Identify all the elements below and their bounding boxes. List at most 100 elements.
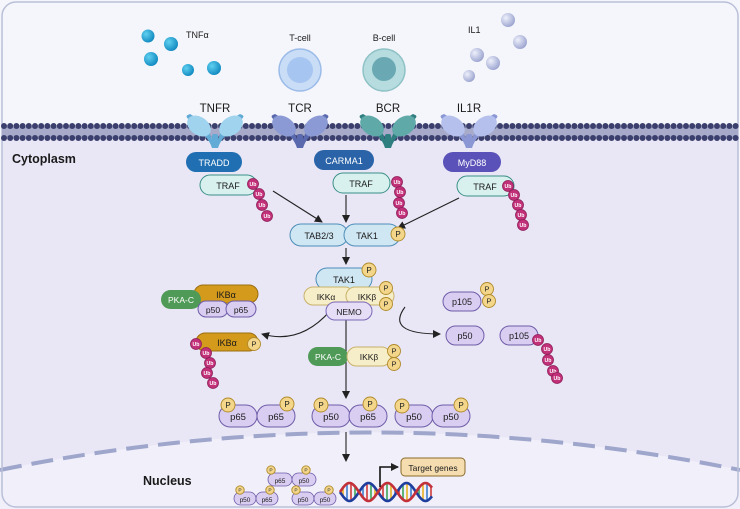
ikkb-label-middle: IKKβ bbox=[360, 352, 379, 362]
modification-marks: UbUbUbUbUbUbUbUbUbUbUbUbUbUbUbUbUbUbUbUb… bbox=[190, 176, 563, 495]
ub-p105-2-label: Ub bbox=[545, 358, 552, 364]
p65-label-d1b: p65 bbox=[268, 412, 284, 423]
tnfr-label: TNFR bbox=[200, 103, 231, 115]
tab23-label: TAB2/3 bbox=[304, 231, 333, 241]
traf-label-il1r: TRAF bbox=[473, 182, 497, 192]
p-ikkb-mid-a: P bbox=[387, 344, 401, 358]
bcell-ligand: B-cell bbox=[362, 33, 406, 92]
ub-p105-0-label: Ub bbox=[535, 338, 542, 344]
p-p105-a: P bbox=[480, 282, 494, 296]
ub-p105-2: Ub bbox=[542, 354, 554, 366]
ub-ikba-1: Ub bbox=[200, 347, 212, 359]
p-ikkb-mid-b: P bbox=[387, 357, 401, 371]
p-nuc-e-label: P bbox=[294, 488, 297, 494]
p-nuc-d: P bbox=[265, 485, 275, 495]
ub-tcr-2: Ub bbox=[393, 197, 405, 209]
ub-ikba-4: Ub bbox=[207, 377, 219, 389]
tcr-receptor bbox=[271, 114, 329, 148]
transcription-arrow bbox=[379, 463, 399, 487]
p-ikkb-mid-a-label: P bbox=[392, 347, 397, 356]
p-d2a-label: P bbox=[318, 401, 323, 410]
ikba-label-lower: IKBα bbox=[217, 338, 237, 348]
ub-tnfr-0-label: Ub bbox=[250, 182, 257, 188]
p-d1b: P bbox=[279, 396, 295, 412]
tcell-ligand: T-cell bbox=[278, 33, 322, 92]
il1-label: IL1 bbox=[468, 25, 481, 35]
p-p105-b: P bbox=[482, 294, 496, 308]
ub-il1r-2-label: Ub bbox=[515, 203, 522, 209]
ikba-label-upper: IKBα bbox=[216, 290, 236, 300]
target-genes-label: Target genes bbox=[408, 463, 457, 473]
p-d1a-label: P bbox=[225, 401, 230, 410]
p65-label-d2: p65 bbox=[360, 412, 376, 423]
ub-ikba-0-label: Ub bbox=[193, 342, 200, 348]
bcell-label: B-cell bbox=[373, 33, 396, 43]
ub-il1r-4-label: Ub bbox=[520, 223, 527, 229]
p-ikkb-a-label: P bbox=[384, 284, 389, 293]
p65-label-complex: p65 bbox=[234, 305, 248, 315]
nuclear-envelope bbox=[0, 430, 740, 472]
pkac-box-middle bbox=[308, 347, 348, 366]
nuc-p65-b: p65 bbox=[262, 497, 273, 504]
ub-ikba-1-label: Ub bbox=[203, 351, 210, 357]
ub-il1r-2: Ub bbox=[512, 199, 524, 211]
p-nuc-e: P bbox=[291, 485, 301, 495]
p-ikba-lower: P bbox=[247, 337, 261, 351]
p105-label-lower: p105 bbox=[509, 331, 529, 341]
p-nuc-a-label: P bbox=[269, 468, 272, 474]
p-nuc-b-label: P bbox=[304, 468, 307, 474]
p-nuc-a: P bbox=[266, 465, 276, 475]
ub-p105-4-label: Ub bbox=[554, 376, 561, 382]
target-genes-box bbox=[400, 457, 466, 477]
ub-tcr-0-label: Ub bbox=[394, 180, 401, 186]
p-ikkb-mid-b-label: P bbox=[392, 360, 397, 369]
p-ikkb-a: P bbox=[379, 281, 393, 295]
tnfa-ligand: TNFα bbox=[141, 29, 221, 76]
p50-label-right: p50 bbox=[457, 331, 472, 341]
arrow-tnfr-to-tak bbox=[272, 190, 323, 223]
ub-p105-0: Ub bbox=[532, 334, 544, 346]
ub-il1r-1-label: Ub bbox=[511, 193, 518, 199]
ikkb-label: IKKβ bbox=[358, 292, 377, 302]
traf-label-tcr: TRAF bbox=[349, 179, 373, 189]
pkac-label-left: PKA-C bbox=[168, 295, 194, 305]
tradd-box bbox=[186, 152, 242, 172]
tcr-label: TCR bbox=[288, 103, 312, 115]
ub-tcr-1: Ub bbox=[394, 186, 406, 198]
p-d1b-label: P bbox=[284, 400, 289, 409]
nucleus-area bbox=[0, 432, 740, 509]
ub-p105-4: Ub bbox=[551, 372, 563, 384]
ub-p105-1: Ub bbox=[541, 343, 553, 355]
ub-tcr-3-label: Ub bbox=[399, 211, 406, 217]
nuc-p50-a: p50 bbox=[299, 478, 310, 485]
ub-ikba-3-label: Ub bbox=[204, 371, 211, 377]
ub-ikba-4-label: Ub bbox=[210, 381, 217, 387]
p-nuc-b: P bbox=[301, 465, 311, 475]
p-d3b: P bbox=[453, 397, 469, 413]
p105-box-upper bbox=[442, 291, 482, 312]
nuc-p50-c: p50 bbox=[298, 497, 309, 504]
p-p105-a-label: P bbox=[485, 285, 490, 294]
tnfr-receptor bbox=[186, 114, 244, 148]
ub-tnfr-2-label: Ub bbox=[259, 203, 266, 209]
p-d1a: P bbox=[220, 397, 236, 413]
ub-tnfr-1-label: Ub bbox=[256, 192, 263, 198]
ub-p105-1-label: Ub bbox=[544, 347, 551, 353]
arrow-ikk-to-p50 bbox=[399, 306, 441, 338]
nuc-p50-b: p50 bbox=[240, 497, 251, 504]
ub-il1r-3-label: Ub bbox=[518, 213, 525, 219]
tnfa-label: TNFα bbox=[186, 30, 209, 40]
nuclear-dimers: p65 p50 p50 p65 p50 p50 bbox=[233, 472, 337, 506]
p-d3b-label: P bbox=[458, 401, 463, 410]
dna-helix bbox=[338, 481, 434, 503]
p65-label-d1a: p65 bbox=[230, 412, 246, 423]
p-nuc-c-label: P bbox=[238, 488, 241, 494]
p-tak1-upper-label: P bbox=[395, 230, 400, 239]
ub-il1r-4: Ub bbox=[517, 219, 529, 231]
il1-ligand: IL1 bbox=[463, 13, 527, 82]
p50-label-d3b: p50 bbox=[443, 412, 459, 423]
ub-tnfr-3-label: Ub bbox=[264, 214, 271, 220]
nuc-p65-a: p65 bbox=[275, 478, 286, 485]
